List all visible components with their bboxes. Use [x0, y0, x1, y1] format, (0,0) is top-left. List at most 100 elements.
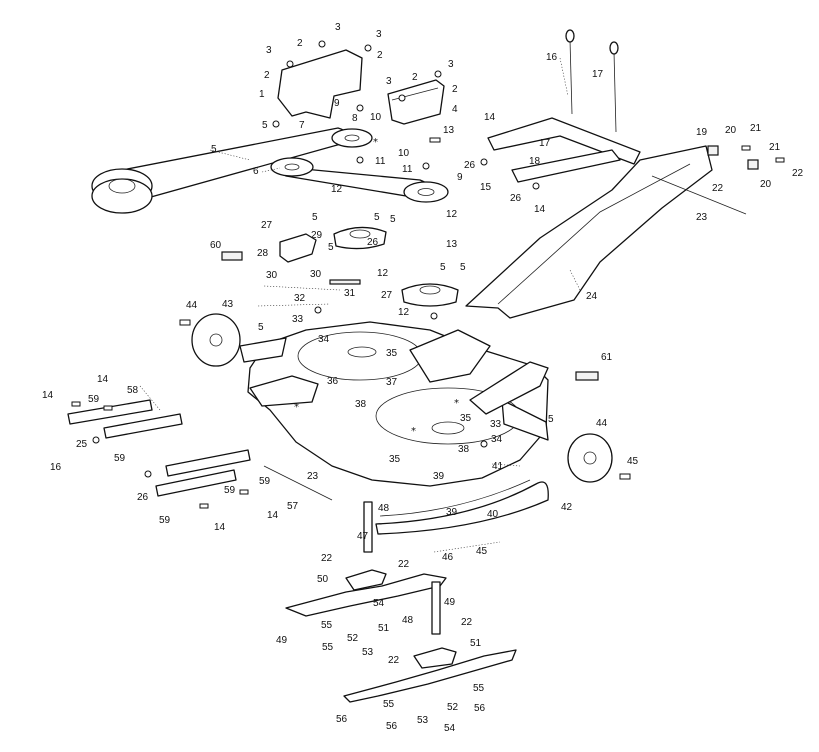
callout: 37: [386, 377, 398, 388]
link-rod-58: [263, 465, 333, 501]
callout: 14: [214, 522, 226, 533]
callout: 53: [362, 647, 374, 658]
spindle-housing-upper-hub: [349, 229, 371, 239]
callout: 35: [389, 454, 401, 465]
callout: 22: [461, 617, 473, 628]
nut: [318, 40, 326, 48]
gauge-wheels: [191, 313, 613, 483]
callout: 23: [307, 471, 319, 482]
callout: 20: [725, 125, 737, 136]
deck-deflector-plate: [409, 329, 491, 383]
blade-57: [343, 649, 517, 703]
asterisk-marker: *: [454, 398, 459, 409]
rod-17a-loop: [565, 29, 575, 43]
nut: [480, 158, 488, 166]
callout: 42: [561, 502, 573, 513]
pulley-7: [270, 157, 314, 177]
hanger-bar-upper-1: [67, 399, 153, 425]
callout: 17: [539, 138, 551, 149]
cutting-blades: [285, 501, 517, 703]
callout: 43: [222, 299, 234, 310]
callout: 35: [386, 348, 398, 359]
drive-belt-assembly: [91, 127, 449, 214]
callout: 59: [114, 453, 126, 464]
nut: [430, 312, 438, 320]
callout: 3: [376, 29, 382, 40]
rod-17a: [569, 39, 573, 115]
gauge-wheel-left-hub: [209, 333, 223, 347]
callout: 25: [76, 439, 88, 450]
callout: 32: [294, 293, 306, 304]
callout: 19: [696, 127, 708, 138]
callout: 48: [378, 503, 390, 514]
pin-32: [329, 279, 361, 285]
belt-covers: [277, 49, 445, 125]
bolt: [199, 503, 209, 509]
spindle-hole-right: [431, 421, 465, 435]
nut: [422, 162, 430, 170]
callout: 45: [627, 456, 639, 467]
mower-deck: [239, 321, 549, 535]
callout: 11: [375, 156, 386, 167]
callout: 39: [446, 507, 458, 518]
callout: 18: [529, 156, 541, 167]
callout: 10: [398, 148, 410, 159]
callout: 16: [50, 462, 62, 473]
callout: 39: [433, 471, 445, 482]
callout: 6: [253, 166, 259, 177]
pulley-13-hub: [417, 188, 435, 196]
bolt: [239, 489, 249, 495]
pulley-7-hub: [284, 163, 300, 171]
callout: 46: [442, 552, 454, 563]
callout: 38: [458, 444, 470, 455]
callout: 21: [750, 123, 762, 134]
callout: 38: [355, 399, 367, 410]
callout: 53: [417, 715, 429, 726]
nut: [92, 436, 100, 444]
callout: 55: [321, 620, 333, 631]
callout: 9: [334, 98, 340, 109]
callout: 35: [460, 413, 472, 424]
chute-mount-tube: [469, 361, 549, 415]
callout: 2: [412, 72, 418, 83]
callout: 50: [317, 574, 329, 585]
callout: 44: [186, 300, 198, 311]
discharge-chute-25: [465, 145, 713, 319]
bumper-40: [379, 479, 531, 517]
callout: 12: [398, 307, 410, 318]
nut: [286, 60, 294, 68]
callout: 31: [344, 288, 356, 299]
callout: 36: [327, 376, 339, 387]
callout: 26: [510, 193, 522, 204]
callout-labels: 1 2 2 2 2 2 3 3 3 3 3 4 5 5 5 5 5 5 5 5 …: [42, 22, 804, 734]
callout: 1: [259, 89, 265, 100]
callout: 4: [452, 104, 458, 115]
rod-17b: [613, 51, 617, 133]
callout: 15: [480, 182, 492, 193]
callout: 14: [97, 374, 109, 385]
callout: 5: [548, 414, 554, 425]
callout: 45: [476, 546, 488, 557]
callout: 16: [546, 52, 558, 63]
callout: 3: [448, 59, 454, 70]
callout: 55: [383, 699, 395, 710]
nut: [356, 156, 364, 164]
spindle-shaft-49: [431, 581, 441, 635]
callout: 22: [792, 168, 804, 179]
callout: 14: [534, 204, 546, 215]
callout: 30: [310, 269, 322, 280]
hanger-bar-lower-1: [165, 449, 251, 477]
callout: 11: [402, 164, 413, 175]
callout: 61: [601, 352, 613, 363]
callout: 44: [596, 418, 608, 429]
callout: 12: [446, 209, 458, 220]
nut: [364, 44, 372, 52]
callout: 22: [388, 655, 400, 666]
callout: 60: [210, 240, 222, 251]
blade-adapter-51b: [413, 647, 457, 669]
callout: 10: [370, 112, 382, 123]
callout: 34: [491, 434, 503, 445]
nut: [144, 470, 152, 478]
callout: 40: [487, 509, 499, 520]
callout: 27: [381, 290, 393, 301]
